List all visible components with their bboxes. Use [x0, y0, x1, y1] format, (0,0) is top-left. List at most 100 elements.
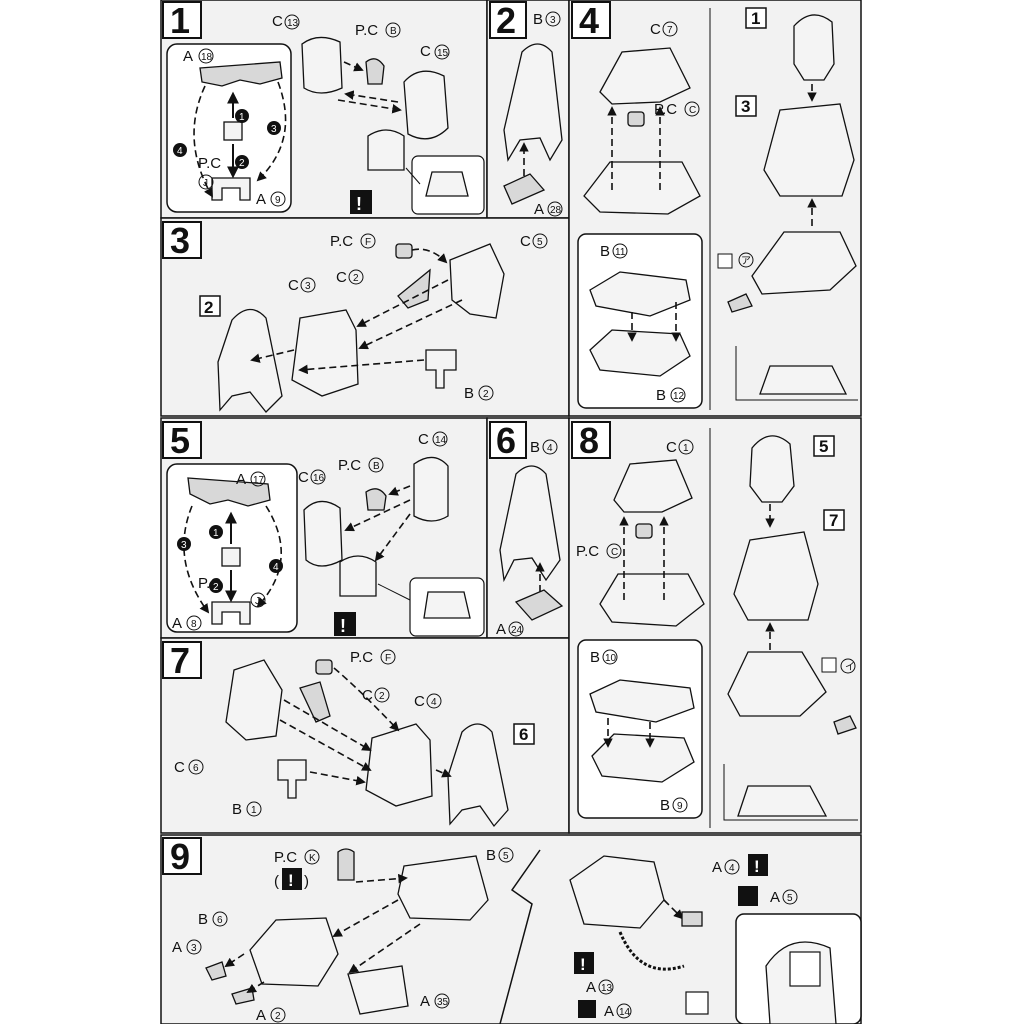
- label-a18: A: [183, 48, 193, 65]
- label-a3: A: [172, 939, 182, 956]
- part-b1: [277, 759, 307, 799]
- part-b11: [589, 271, 691, 317]
- part-pc-c: [627, 111, 645, 127]
- order-2: 2: [239, 158, 245, 169]
- step-8: 8 C 1 P.C C B 10 B 9 5 7 イ: [571, 420, 858, 821]
- num-c5: 5: [537, 237, 543, 248]
- num-pc-b: B: [390, 26, 397, 37]
- label-a5: A: [770, 889, 780, 906]
- num-c14: 14: [435, 435, 447, 446]
- num-c3: 3: [305, 281, 311, 292]
- num-a4: 4: [729, 863, 735, 874]
- num-pc-j: J: [255, 596, 260, 607]
- num-pc-b: B: [373, 461, 380, 472]
- part-joint: [339, 555, 377, 597]
- part-base-assembly: [599, 573, 705, 627]
- step-9: 9 P.C K ( ! ) B 5 B 6 A 3 A 2 A 35 A 4 !: [162, 836, 862, 1024]
- paren-open: (: [274, 873, 279, 890]
- label-c7: C: [650, 21, 661, 38]
- label-c6: C: [174, 759, 185, 776]
- part-assembly-6: [447, 723, 509, 828]
- warning-icon: !: [580, 955, 586, 974]
- sticker-mark: ア: [741, 256, 751, 267]
- step-number: 7: [170, 640, 190, 681]
- step-number: 4: [579, 0, 599, 41]
- num-c2: 2: [379, 691, 385, 702]
- num-a28: 28: [550, 205, 562, 216]
- num-b1: 1: [251, 805, 257, 816]
- label-b5: B: [486, 847, 496, 864]
- part-pc-b: [365, 488, 387, 511]
- step-2: 2 B 3 A 28: [489, 0, 563, 218]
- num-c15: 15: [437, 48, 449, 59]
- part-c4: [365, 723, 433, 807]
- part-assembly-7: [733, 531, 819, 621]
- label-c3: C: [288, 277, 299, 294]
- part-a35: [347, 965, 409, 1015]
- num-b2: 2: [483, 389, 489, 400]
- step-7: 7 P.C F C 6 C 2 C 4 6 B 1: [162, 640, 535, 828]
- label-a9: A: [256, 191, 266, 208]
- step-number: 3: [170, 220, 190, 261]
- sticker: [727, 293, 753, 313]
- ref-step-7: 7: [829, 511, 838, 530]
- num-b10: 10: [605, 653, 617, 664]
- num-a14: 14: [619, 1007, 631, 1018]
- label-a13: A: [586, 979, 596, 996]
- part-c15: [403, 70, 449, 140]
- part-torso-base: [727, 651, 827, 717]
- step-number: 2: [496, 0, 516, 41]
- part-assembly-1: [793, 14, 835, 81]
- label-a17: A: [236, 471, 246, 488]
- part-a8: [211, 601, 251, 625]
- part-c5: [449, 243, 505, 319]
- detail-view: [737, 785, 828, 817]
- label-a8: A: [172, 615, 182, 632]
- order-1: 1: [213, 528, 219, 539]
- ref-step-6: 6: [519, 725, 528, 744]
- label-b6: B: [198, 911, 208, 928]
- part-c3: [291, 309, 359, 397]
- num-b6: 6: [217, 915, 223, 926]
- label-c2: C: [362, 687, 373, 704]
- label-pc-j: P.C: [198, 155, 221, 172]
- part-a9: [211, 177, 251, 201]
- num-pc-c: C: [689, 105, 696, 116]
- part-pc-k: [337, 848, 355, 881]
- part-pc-b: [365, 58, 385, 85]
- paren-close: ): [304, 873, 309, 890]
- part-b12: [589, 329, 691, 377]
- label-pc-c: P.C: [654, 101, 677, 118]
- part-pc-c: [635, 523, 653, 539]
- num-a35: 35: [437, 997, 449, 1008]
- part-assembly-3: [763, 103, 855, 197]
- order-1: 1: [239, 112, 245, 123]
- num-b5: 5: [503, 851, 509, 862]
- num-c4: 4: [431, 697, 437, 708]
- label-a35: A: [420, 993, 430, 1010]
- num-a3: 3: [191, 943, 197, 954]
- order-3: 3: [271, 124, 277, 135]
- label-b3: B: [533, 11, 543, 28]
- num-pc-j: J: [203, 178, 208, 189]
- part-c6: [225, 659, 283, 741]
- warning-icon: !: [340, 616, 346, 636]
- part-b9: [591, 733, 695, 783]
- num-pc-k: K: [309, 853, 316, 864]
- part-joint: [367, 129, 405, 171]
- label-b12: B: [656, 387, 666, 404]
- step-number: 9: [170, 836, 190, 877]
- cut-icon: [685, 991, 709, 1015]
- subassembly-box: [577, 639, 703, 819]
- cable-part: [618, 931, 685, 971]
- step-4: 4 C 7 P.C C B 11 B 12 1 3 ア: [571, 0, 858, 409]
- num-a9: 9: [275, 195, 281, 206]
- part-pc-f: [315, 659, 333, 675]
- step-number: 8: [579, 420, 599, 461]
- label-pc-k: P.C: [274, 849, 297, 866]
- label-a14: A: [604, 1003, 614, 1020]
- label-a2: A: [256, 1007, 266, 1024]
- num-c6: 6: [193, 763, 199, 774]
- order-4: 4: [273, 562, 279, 573]
